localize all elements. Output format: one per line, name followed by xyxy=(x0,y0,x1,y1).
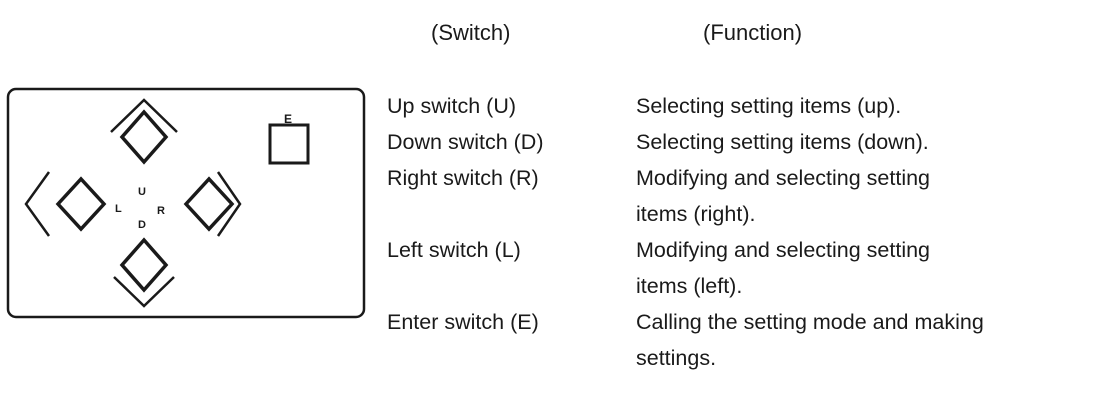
right-chevron-icon xyxy=(216,171,242,237)
up-switch-diamond[interactable] xyxy=(119,109,169,165)
switch-name-enter: Enter switch (E) xyxy=(387,310,539,334)
left-chevron-icon xyxy=(24,171,51,237)
function-down: Selecting setting items (down). xyxy=(636,130,929,154)
function-enter-line1: Calling the setting mode and making xyxy=(636,310,984,334)
function-up: Selecting setting items (up). xyxy=(636,94,902,118)
enter-label: E xyxy=(284,112,292,126)
switch-name-left: Left switch (L) xyxy=(387,238,521,262)
switch-column-header: (Switch) xyxy=(431,20,511,45)
down-chevron-icon xyxy=(113,276,175,308)
function-right-line1: Modifying and selecting setting xyxy=(636,166,931,190)
function-column-header: (Function) xyxy=(703,20,803,45)
function-left-line2: items (left). xyxy=(636,274,743,298)
right-switch-diamond[interactable] xyxy=(183,176,235,232)
function-right-line2: items (right). xyxy=(636,202,756,226)
switch-name-right: Right switch (R) xyxy=(387,166,539,190)
left-label: L xyxy=(115,203,122,215)
function-left-line1: Modifying and selecting setting xyxy=(636,238,931,262)
control-panel-diagram: U D L R E xyxy=(6,87,366,319)
down-label: D xyxy=(138,219,146,231)
left-switch-diamond[interactable] xyxy=(55,176,107,232)
function-enter-line2: settings. xyxy=(636,346,717,370)
enter-switch-box[interactable] xyxy=(268,123,310,165)
up-label: U xyxy=(138,186,146,198)
switch-name-up: Up switch (U) xyxy=(387,94,517,118)
down-switch-diamond[interactable] xyxy=(119,237,169,293)
right-label: R xyxy=(157,205,165,217)
up-chevron-icon xyxy=(110,98,178,133)
control-panel-svg: U D L R E xyxy=(6,87,366,319)
switch-name-down: Down switch (D) xyxy=(387,130,544,154)
